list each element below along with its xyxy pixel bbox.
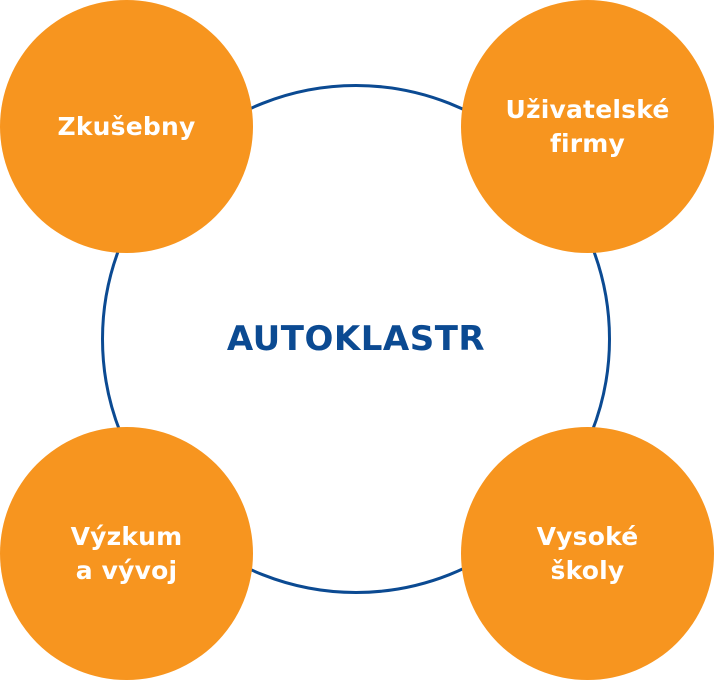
node-research-development: Výzkum a vývoj [0, 427, 253, 680]
center-label: AUTOKLASTR [226, 319, 486, 359]
node-user-companies: Uživatelské firmy [461, 0, 714, 253]
node-testing-labs: Zkušebny [0, 0, 253, 253]
cluster-ring [101, 84, 611, 594]
node-universities-label: Vysoké školy [536, 521, 639, 585]
node-testing-labs-label: Zkušebny [57, 111, 196, 141]
node-universities: Vysoké školy [461, 427, 714, 680]
node-research-development-label: Výzkum a vývoj [70, 521, 183, 585]
node-user-companies-label: Uživatelské firmy [505, 94, 670, 158]
